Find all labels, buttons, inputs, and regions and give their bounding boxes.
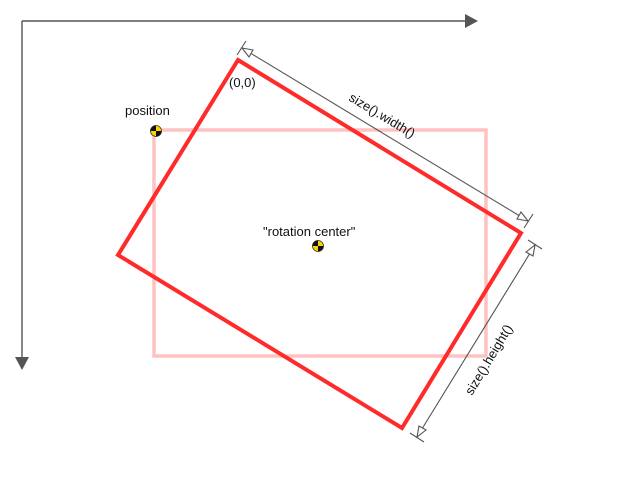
width-tick-end <box>523 213 534 229</box>
height-dimension <box>409 239 543 443</box>
width-dimension-line <box>241 47 529 222</box>
width-arrow-end-icon <box>516 211 530 222</box>
rotation-center-label: "rotation center" <box>263 224 356 239</box>
x-axis-arrow-icon <box>465 14 478 28</box>
position-label: position <box>125 103 170 118</box>
height-arrow-end-icon <box>416 425 427 439</box>
height-dimension-label: size().height() <box>462 322 516 398</box>
rotation-center-marker-icon <box>312 240 324 252</box>
position-marker-icon <box>150 125 162 137</box>
rotated-rectangle <box>115 57 524 431</box>
height-arrow-start-icon <box>525 243 536 257</box>
origin-label: (0,0) <box>229 75 256 90</box>
y-axis-arrow-icon <box>15 357 29 370</box>
height-dimension-line <box>416 244 536 438</box>
unrotated-rectangle <box>152 128 488 358</box>
height-tick-start <box>527 239 543 250</box>
width-arrow-start-icon <box>240 47 254 58</box>
height-tick-end <box>409 432 425 443</box>
width-tick-start <box>236 40 247 56</box>
width-dimension <box>236 40 534 229</box>
coordinate-axes <box>15 14 478 370</box>
